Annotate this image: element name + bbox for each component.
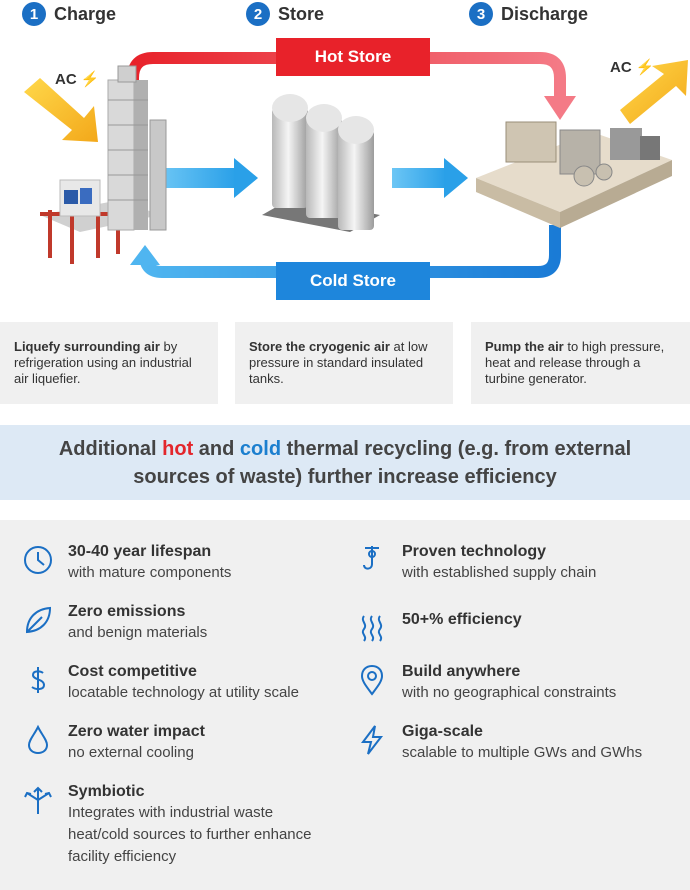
info-box-store: Store the cryogenic air at low pressure …: [235, 322, 453, 404]
step-store: 2 Store: [246, 2, 324, 26]
benefit-title: Build anywhere: [402, 663, 521, 680]
ac-input-arrow: [24, 78, 98, 142]
benefit-title: Zero emissions: [68, 603, 186, 620]
benefit-title: Giga-scale: [402, 723, 483, 740]
benefit-subtitle: Integrates with industrial waste heat/co…: [68, 804, 312, 865]
ac-text: AC: [610, 59, 632, 76]
info-text: to high pressure, heat and release throu…: [485, 339, 665, 386]
benefit-subtitle: with established supply chain: [402, 564, 597, 581]
step-label: Discharge: [501, 3, 589, 24]
info-text: at low pressure in standard insulated ta…: [249, 339, 428, 386]
hot-store-label: Hot Store: [276, 38, 430, 76]
benefit-subtitle: with mature components: [68, 564, 232, 581]
info-text: by refrigeration using an industrial air…: [14, 339, 192, 386]
ac-output-arrow: [620, 60, 688, 124]
step-number: 1: [22, 2, 46, 26]
flow-arrow-right: [392, 158, 468, 198]
step-discharge: 3 Discharge: [469, 2, 588, 26]
banner-hot: hot: [162, 437, 194, 460]
benefit-subtitle: and benign materials: [68, 624, 208, 641]
info-box-charge: Liquefy surrounding air by refrigeration…: [0, 322, 218, 404]
leaf-icon: [25, 606, 52, 634]
info-bold: Pump the air: [485, 339, 564, 354]
benefit-build-anywhere: Build anywhere with no geographical const…: [356, 662, 676, 704]
banner-cold: cold: [239, 437, 282, 460]
arrows-icon: [24, 786, 52, 814]
benefit-efficiency: 50+% efficiency: [356, 610, 676, 644]
info-bold: Liquefy surrounding air: [14, 339, 160, 354]
lightning-icon: [361, 725, 384, 755]
benefit-title: 30-40 year lifespan: [68, 543, 212, 560]
location-pin-icon: [360, 664, 384, 696]
dollar-icon: [31, 667, 46, 693]
benefit-subtitle: locatable technology at utility scale: [68, 684, 299, 701]
lightning-icon: ⚡: [80, 71, 100, 88]
benefit-giga-scale: Giga-scale scalable to multiple GWs and G…: [356, 722, 676, 764]
benefit-emissions: Zero emissions and benign materials: [22, 602, 332, 644]
benefit-subtitle: no external cooling: [68, 744, 194, 761]
benefits-panel: 30-40 year lifespan with mature component…: [0, 520, 690, 890]
clock-icon: [24, 546, 52, 574]
benefit-title: Zero water impact: [68, 723, 205, 740]
benefit-subtitle: with no geographical constraints: [402, 684, 617, 701]
ac-output-label: AC ⚡: [610, 58, 655, 76]
cold-store-label: Cold Store: [276, 262, 430, 300]
step-label: Charge: [54, 3, 117, 24]
benefit-cost: Cost competitive locatable technology at …: [22, 662, 342, 704]
step-number: 3: [469, 2, 493, 26]
benefit-lifespan: 30-40 year lifespan with mature component…: [22, 542, 332, 584]
step-number: 2: [246, 2, 270, 26]
benefit-proven: Proven technology with established supply…: [356, 542, 676, 584]
efficiency-banner: Additional hot and cold thermal recyclin…: [0, 425, 690, 500]
banner-pre: Additional: [58, 437, 163, 460]
step-charge: 1 Charge: [22, 2, 116, 26]
water-drop-icon: [27, 724, 49, 755]
benefit-title: Symbiotic: [68, 783, 145, 800]
benefit-title: Proven technology: [402, 543, 547, 560]
ac-input-label: AC ⚡: [55, 70, 100, 88]
banner-mid: and: [193, 437, 240, 460]
storage-tanks-illustration: [262, 94, 380, 232]
turbine-generator-illustration: [476, 121, 672, 228]
lightning-icon: ⚡: [635, 59, 655, 76]
benefit-water: Zero water impact no external cooling: [22, 722, 332, 764]
crane-hook-icon: [363, 546, 379, 570]
heat-waves-icon: [361, 615, 383, 642]
flow-arrow-left: [160, 158, 258, 198]
banner-post: thermal recycling (e.g. from external so…: [133, 437, 632, 488]
step-label: Store: [278, 3, 325, 24]
info-box-discharge: Pump the air to high pressure, heat and …: [471, 322, 690, 404]
banner-text: Additional hot and cold thermal recyclin…: [20, 435, 670, 491]
benefit-title: Cost competitive: [68, 663, 197, 680]
info-bold: Store the cryogenic air: [249, 339, 390, 354]
air-liquefier-illustration: [40, 65, 167, 264]
benefit-subtitle: scalable to multiple GWs and GWhs: [402, 744, 643, 761]
process-diagram: [24, 52, 688, 278]
benefit-title: 50+% efficiency: [402, 611, 522, 628]
ac-text: AC: [55, 71, 77, 88]
